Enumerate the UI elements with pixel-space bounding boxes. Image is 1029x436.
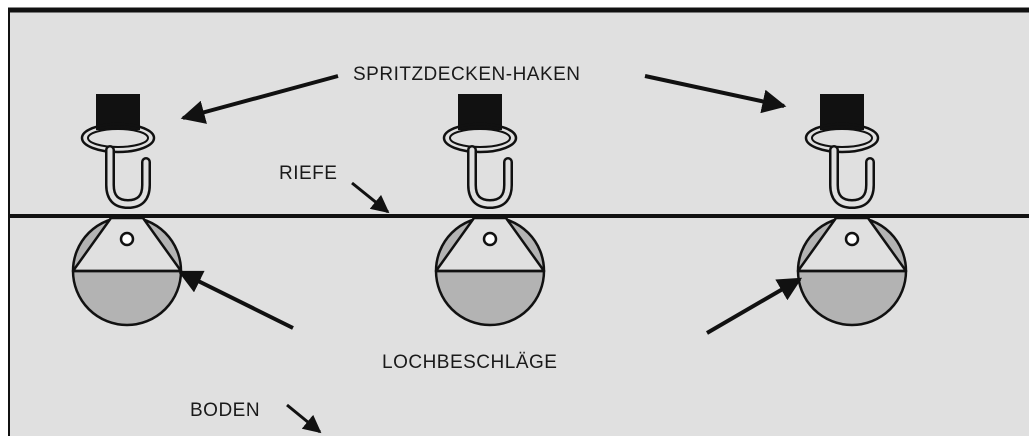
hook-ring-inner bbox=[449, 128, 511, 148]
arrow-fitting-left bbox=[177, 270, 294, 330]
hook-left bbox=[80, 94, 156, 210]
hook-ring bbox=[804, 122, 880, 154]
hook-shank-inner bbox=[831, 147, 873, 207]
fitting-right bbox=[796, 215, 908, 327]
hook-ring bbox=[442, 122, 518, 154]
hook-shank-inner bbox=[107, 147, 149, 207]
fitting-hole bbox=[482, 231, 498, 247]
hook-right bbox=[804, 94, 880, 210]
hook-shank-inner bbox=[469, 147, 511, 207]
arrow-hooks-left bbox=[180, 74, 339, 124]
hook-ring-inner bbox=[811, 128, 873, 148]
arrow-fitting-right bbox=[705, 277, 803, 335]
hook-ring-inner bbox=[87, 128, 149, 148]
hook-ring bbox=[80, 122, 156, 154]
label-floor: BODEN bbox=[190, 400, 260, 421]
arrow-groove bbox=[351, 181, 390, 214]
arrow-floor bbox=[286, 403, 322, 434]
fitting-hole bbox=[844, 231, 860, 247]
hook-middle bbox=[442, 94, 518, 210]
label-groove: RIEFE bbox=[279, 163, 337, 184]
label-fittings: LOCHBESCHLÄGE bbox=[382, 352, 557, 373]
label-hooks: SPRITZDECKEN-HAKEN bbox=[353, 64, 581, 85]
arrow-hooks-right bbox=[644, 74, 787, 114]
fitting-left bbox=[71, 215, 183, 327]
fitting-hole bbox=[119, 231, 135, 247]
fitting-middle bbox=[434, 215, 546, 327]
